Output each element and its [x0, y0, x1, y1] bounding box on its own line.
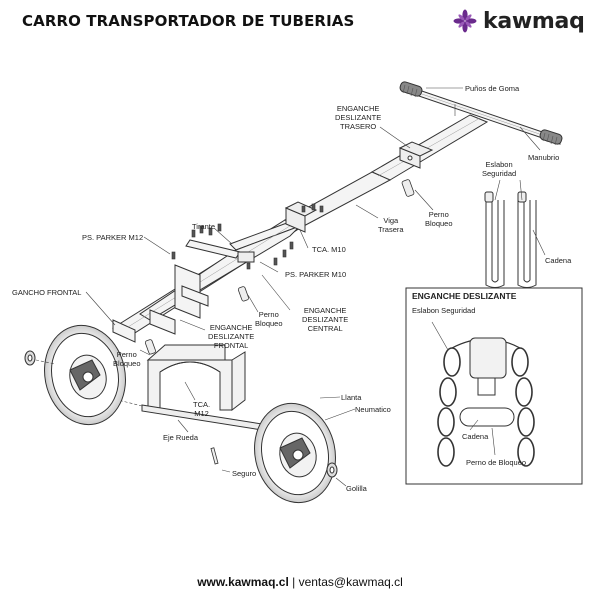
- detail-label-perno: Perno de Bloqueo: [466, 458, 527, 467]
- detail-box-frame: [405, 287, 583, 485]
- rear-beam: [283, 114, 489, 229]
- footer-contact: www.kawmaq.cl | ventas@kawmaq.cl: [0, 575, 600, 589]
- label-cadena: Cadena: [545, 256, 572, 265]
- label-eslabon-seguridad: Eslabon Seguridad: [482, 160, 517, 178]
- front-fork: [146, 344, 246, 412]
- label-llanta: Llanta: [341, 393, 362, 402]
- detail-coupler: [459, 337, 515, 427]
- detail-label-eslabon: Eslabon Seguridad: [412, 306, 476, 315]
- brand-mark-icon: [453, 9, 477, 33]
- label-tirante: Tirante: [192, 222, 216, 231]
- label-ps-parker-m12: PS. PARKER M12: [82, 233, 144, 242]
- tension-rod: [185, 239, 241, 259]
- label-viga-trasera: Viga Trasera: [378, 216, 404, 234]
- label-perno-bloqueo-central: Perno Bloqueo: [255, 310, 283, 328]
- washer-right: [326, 462, 338, 478]
- wheel-right: [254, 402, 336, 504]
- leader-lines: [85, 87, 546, 487]
- locking-pin-rear: [401, 179, 415, 197]
- detail-label-cadena: Cadena: [462, 432, 489, 441]
- label-tca-m10: TCA. M10: [312, 245, 346, 254]
- chain: [484, 191, 537, 288]
- label-perno-bloqueo-front: Perno Bloqueo: [113, 350, 141, 368]
- label-enganche-frontal: ENGANCHE DESLIZANTE FRONTAL: [208, 323, 255, 350]
- label-manubrio: Manubrio: [528, 153, 560, 162]
- label-tca-m12: TCA. M12: [193, 400, 211, 418]
- safety-pin: [210, 447, 219, 465]
- footer-website-link[interactable]: www.kawmaq.cl: [197, 575, 289, 589]
- label-neumatico: Neumatico: [355, 405, 391, 414]
- label-gancho-frontal: GANCHO FRONTAL: [12, 288, 82, 297]
- detail-chain: [437, 338, 535, 467]
- central-slide-coupler: [237, 201, 318, 263]
- wheel-left: [44, 324, 126, 426]
- page-title: CARRO TRANSPORTADOR DE TUBERIAS: [22, 12, 355, 30]
- detail-box-title: ENGANCHE DESLIZANTE: [412, 291, 517, 301]
- label-golilla: Golilla: [346, 484, 367, 493]
- rear-slide-coupler: [398, 141, 434, 169]
- bolts: [171, 203, 324, 270]
- brand-logo: kawmaq: [452, 8, 585, 34]
- footer-email-link[interactable]: ventas@kawmaq.cl: [298, 575, 403, 589]
- label-punos-de-goma: Puños de Goma: [465, 84, 520, 93]
- brand-name: kawmaq: [483, 8, 585, 34]
- label-enganche-trasero: ENGANCHE DESLIZANTE TRASERO: [335, 104, 382, 131]
- label-seguro: Seguro: [232, 469, 257, 478]
- label-eje-rueda: Eje Rueda: [163, 433, 199, 442]
- locking-pin-central: [237, 286, 249, 302]
- detail-leaders: [431, 321, 496, 456]
- footer-separator: |: [288, 575, 299, 589]
- label-perno-bloqueo-rear: Perno Bloqueo: [425, 210, 453, 228]
- washer-left: [24, 350, 36, 366]
- locking-pin-front: [144, 339, 156, 355]
- front-hook: [112, 264, 209, 343]
- label-ps-parker-m10: PS. PARKER M10: [285, 270, 347, 279]
- label-enganche-central: ENGANCHE DESLIZANTE CENTRAL: [302, 306, 349, 333]
- rubber-grip-left: [399, 81, 423, 98]
- rubber-grip-right: [539, 129, 563, 146]
